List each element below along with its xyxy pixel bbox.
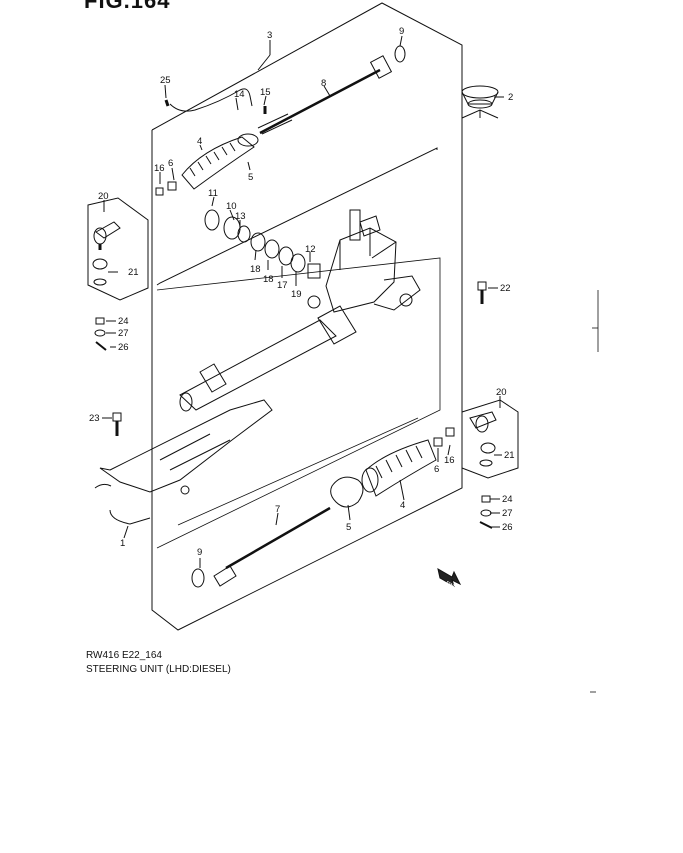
callout-6-right: 6 xyxy=(434,464,439,475)
lower-boundary-line xyxy=(177,417,419,526)
rack-housing-boundary-line xyxy=(156,257,441,549)
callout-9-top: 9 xyxy=(399,26,404,37)
callout-17: 17 xyxy=(277,280,288,291)
callout-19: 19 xyxy=(291,289,302,300)
callout-9-bottom: 9 xyxy=(197,547,202,558)
tie-rod-end-box-left xyxy=(87,197,149,301)
caption-code: RW416 E22_164 xyxy=(86,650,162,661)
callout-15: 15 xyxy=(260,87,271,98)
steering-gear-body xyxy=(307,209,421,313)
callout-27-right: 27 xyxy=(502,508,513,519)
callout-26-right: 26 xyxy=(502,522,513,533)
callout-14: 14 xyxy=(234,89,245,100)
front-direction-arrow xyxy=(437,568,462,588)
callout-7: 7 xyxy=(275,504,280,515)
callout-4-left: 4 xyxy=(197,136,202,147)
bolt-23-part xyxy=(112,412,122,436)
callout-27-left: 27 xyxy=(118,328,129,339)
subassembly-boundary-line xyxy=(156,147,438,286)
callout-23: 23 xyxy=(89,413,100,424)
callout-22: 22 xyxy=(500,283,511,294)
callout-11: 11 xyxy=(208,188,218,199)
callout-16-left: 16 xyxy=(154,163,165,174)
callout-21-left: 21 xyxy=(128,267,139,278)
callout-24-right: 24 xyxy=(502,494,513,505)
callout-3: 3 xyxy=(267,30,272,41)
callout-6-left: 6 xyxy=(168,158,173,169)
tie-rod-left-part xyxy=(257,45,406,135)
callout-5-left: 5 xyxy=(248,172,253,183)
callout-16-right: 16 xyxy=(444,455,455,466)
boot-left-part xyxy=(181,133,259,190)
callout-18b: 18 xyxy=(263,274,274,285)
callout-24-left: 24 xyxy=(118,316,129,327)
callout-10: 10 xyxy=(226,201,237,212)
boot-right-part xyxy=(361,439,437,497)
figure-title: FIG.164 xyxy=(84,0,171,13)
seal-washer-set xyxy=(204,209,321,279)
rack-housing-tube xyxy=(179,305,357,412)
clip-left-part xyxy=(167,181,177,191)
band-right-part xyxy=(330,476,364,508)
housing-bracket-part xyxy=(94,399,273,525)
callout-8: 8 xyxy=(321,78,326,89)
nut-right-part xyxy=(445,427,455,437)
callout-25: 25 xyxy=(160,75,171,86)
callout-12: 12 xyxy=(305,244,316,255)
tie-rod-end-box-right xyxy=(461,399,519,479)
hose-bracket-part xyxy=(164,88,267,114)
bolt-22-part xyxy=(477,281,487,304)
callout-1: 1 xyxy=(120,538,125,549)
callout-21-right: 21 xyxy=(504,450,515,461)
tie-rod-right-part xyxy=(191,506,331,588)
clip-right-part xyxy=(433,437,443,447)
callout-20-right: 20 xyxy=(496,387,507,398)
callout-20-left: 20 xyxy=(98,191,109,202)
assembly-boundary-line xyxy=(151,2,463,631)
front-indicator-label: FWD xyxy=(445,580,458,591)
callout-2: 2 xyxy=(508,92,513,103)
mount-cushion-part xyxy=(461,85,499,119)
callout-4-right: 4 xyxy=(400,500,405,511)
nut-left-part xyxy=(155,187,164,196)
tie-rod-end-left-part xyxy=(92,221,121,351)
callout-26-left: 26 xyxy=(118,342,129,353)
caption-description: STEERING UNIT (LHD:DIESEL) xyxy=(86,664,231,675)
callout-13: 13 xyxy=(235,211,246,222)
tie-rod-end-right-part xyxy=(469,411,497,529)
callout-18a: 18 xyxy=(250,264,261,275)
callout-5-right: 5 xyxy=(346,522,351,533)
